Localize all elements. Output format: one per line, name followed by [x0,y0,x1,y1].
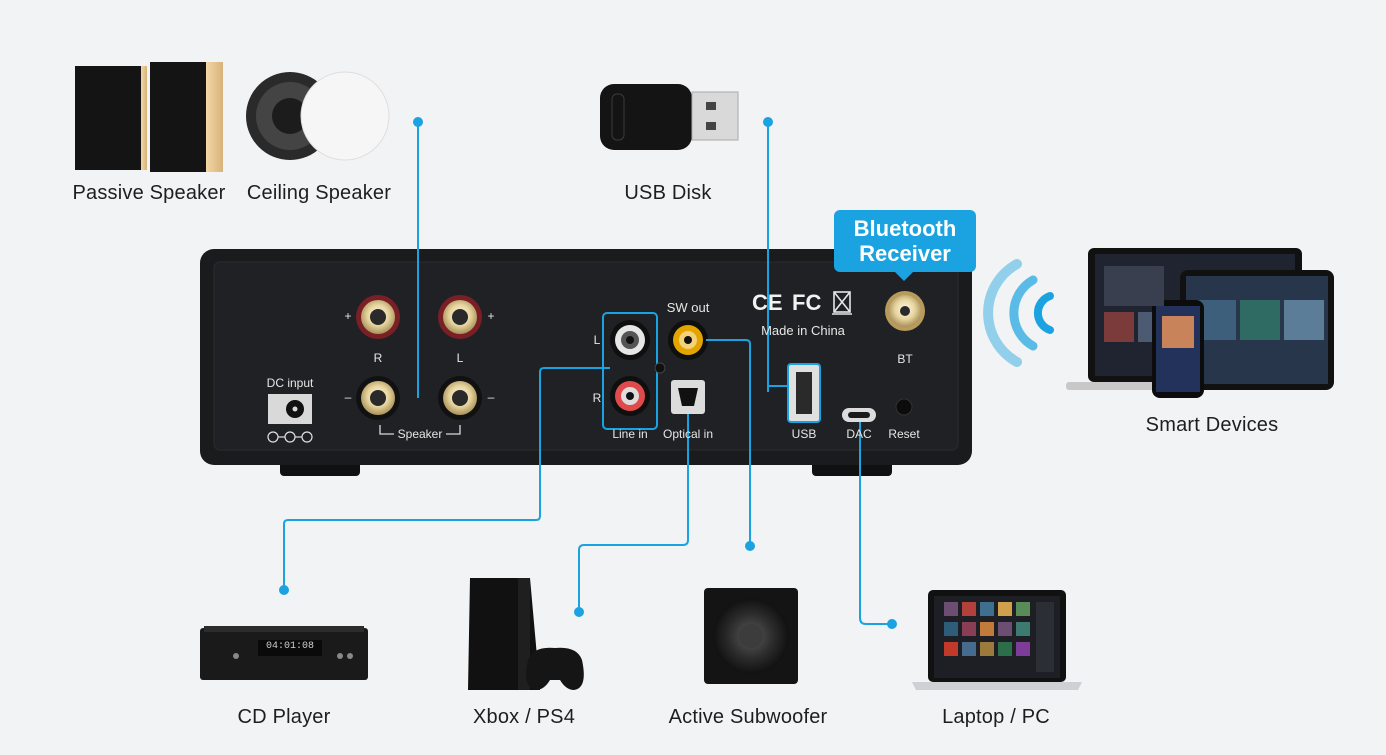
panel-line-l: L [593,333,601,347]
panel-usb: USB [791,427,817,441]
badge-line-2: Receiver [859,241,951,266]
panel-optical-in: Optical in [662,427,714,441]
panel-dc-input: DC input [266,376,314,390]
badge-line-1: Bluetooth [853,216,957,241]
laptop-icon [912,590,1082,690]
panel-line-in: Line in [612,427,648,441]
label-active-subwoofer: Active Subwoofer [668,706,828,728]
panel-minus-left: – [344,390,352,404]
subwoofer-icon [704,588,798,684]
label-ceiling-speaker: Ceiling Speaker [246,182,392,204]
panel-plus-left: + [344,309,352,323]
panel-minus-right: – [487,390,495,404]
dc-input-jack [267,394,313,443]
label-passive-speaker: Passive Speaker [72,182,226,204]
ce-mark: CE [752,290,783,315]
label-cd-player: CD Player [237,706,331,728]
smart-devices-icon [1066,248,1334,398]
panel-reset: Reset [888,427,920,441]
panel-bt: BT [897,352,913,366]
label-usb-disk: USB Disk [624,182,712,204]
connection-endpoints [279,117,897,629]
cd-player-icon [200,626,368,680]
usb-disk-icon [600,84,739,150]
passive-speaker-icon [75,62,223,172]
bluetooth-receiver-badge: Bluetooth Receiver [834,210,976,281]
panel-speaker: Speaker [397,427,443,441]
panel-made-in: Made in China [761,323,845,338]
ceiling-speaker-icon [246,71,390,161]
speaker-binding-posts [356,295,482,435]
panel-sw-out: SW out [666,300,710,315]
fcc-mark: FC [792,290,822,315]
bluetooth-waves-icon [983,259,1054,367]
panel-line-r: R [592,391,602,405]
panel-l: L [456,351,464,365]
label-smart-devices: Smart Devices [1145,414,1279,436]
console-icon [468,578,584,690]
amplifier-rear-panel [200,249,972,476]
rca-jacks [602,312,708,430]
digital-ports [787,291,925,423]
label-xbox-ps4: Xbox / PS4 [472,706,576,728]
panel-dac: DAC [846,427,872,441]
cd-display: 04:01:08 [265,641,315,652]
connection-lines [283,122,892,625]
panel-r: R [373,351,383,365]
label-laptop-pc: Laptop / PC [942,706,1050,728]
panel-plus-right: + [487,309,495,323]
